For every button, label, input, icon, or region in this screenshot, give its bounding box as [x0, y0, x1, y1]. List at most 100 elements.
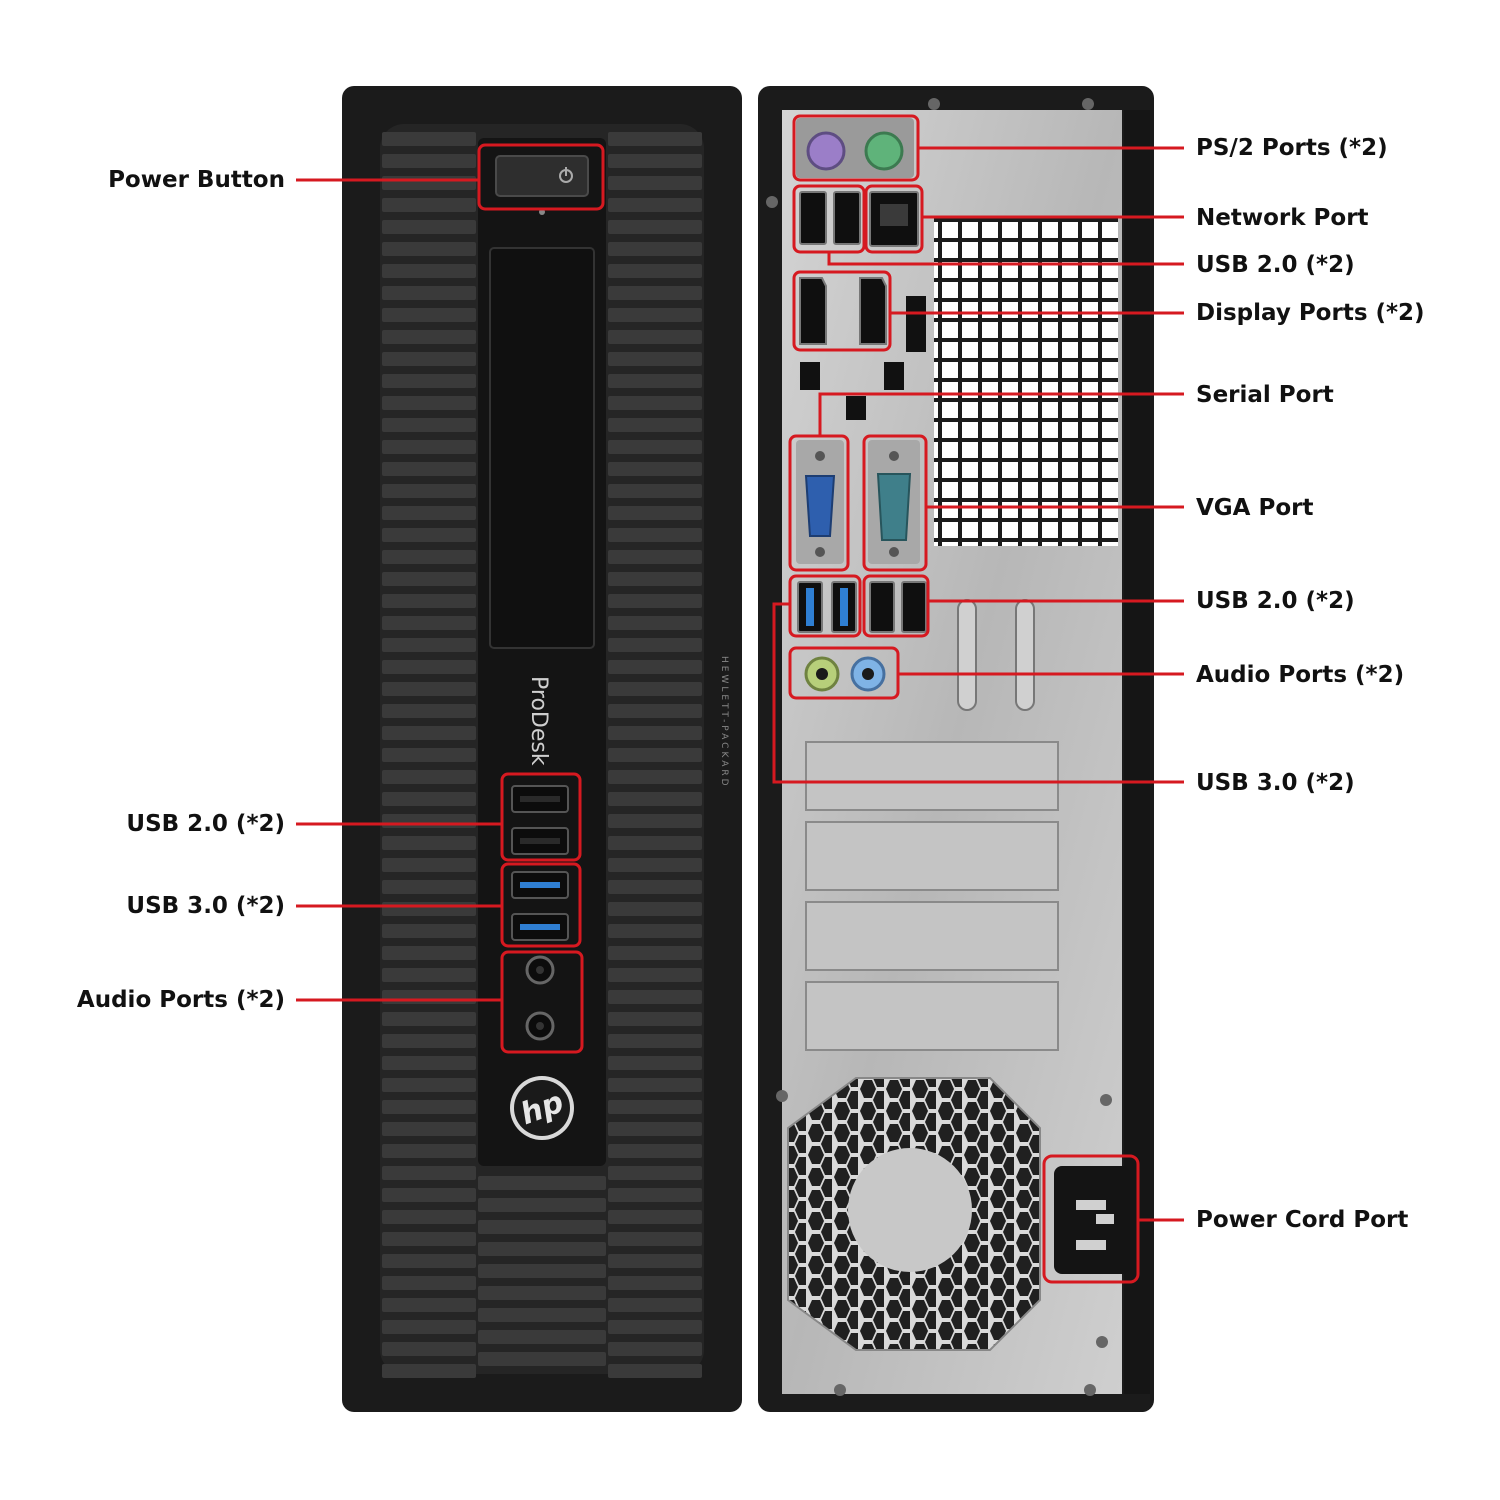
- front-ridge: [382, 1166, 476, 1180]
- label-power-cord-port: Power Cord Port: [1196, 1207, 1409, 1233]
- front-ridge: [608, 1232, 702, 1246]
- front-ridge: [382, 506, 476, 520]
- front-ridge: [608, 616, 702, 630]
- front-ridge: [382, 572, 476, 586]
- front-ridge: [608, 880, 702, 894]
- front-ridges-left: [382, 132, 476, 1378]
- front-ridge: [608, 968, 702, 982]
- label-rear-usb2-top: USB 2.0 (*2): [1196, 252, 1355, 278]
- front-ridge: [382, 1078, 476, 1092]
- front-ridge: [478, 1198, 606, 1212]
- front-ridge: [382, 418, 476, 432]
- callout-box-display: [792, 270, 892, 352]
- label-front-usb3: USB 3.0 (*2): [126, 893, 285, 919]
- label-display-ports: Display Ports (*2): [1196, 300, 1425, 326]
- front-ridge: [382, 792, 476, 806]
- front-ridge: [382, 660, 476, 674]
- label-power-button: Power Button: [108, 167, 285, 193]
- front-ridge: [382, 1232, 476, 1246]
- front-ridge: [608, 1122, 702, 1136]
- front-ridge: [382, 198, 476, 212]
- front-ridge: [608, 550, 702, 564]
- front-ridge: [608, 1210, 702, 1224]
- front-ridge: [608, 154, 702, 168]
- front-ridge: [608, 704, 702, 718]
- front-ridge: [608, 264, 702, 278]
- front-ridge: [382, 286, 476, 300]
- callout-box-power-button: [477, 143, 605, 211]
- front-ridge: [382, 594, 476, 608]
- front-ridges-right: [608, 132, 702, 1378]
- front-ridge: [382, 748, 476, 762]
- front-ridge: [382, 1298, 476, 1312]
- expansion-slots: [805, 741, 1059, 1051]
- front-ridge: [608, 1078, 702, 1092]
- front-ridge: [382, 462, 476, 476]
- front-ridge: [608, 638, 702, 652]
- callout-box-usb3-rear: [788, 574, 862, 638]
- front-ridge: [608, 748, 702, 762]
- expansion-slot-cover: [805, 741, 1059, 811]
- front-ridge: [608, 1100, 702, 1114]
- front-ridge: [608, 1166, 702, 1180]
- front-ridge: [478, 1176, 606, 1190]
- label-serial-port: Serial Port: [1196, 382, 1334, 408]
- front-ridge: [608, 1056, 702, 1070]
- front-ridge: [608, 462, 702, 476]
- front-ridge: [382, 220, 476, 234]
- front-ridge: [608, 528, 702, 542]
- model-name: ProDesk: [526, 676, 551, 766]
- label-rear-audio: Audio Ports (*2): [1196, 662, 1405, 688]
- front-ridges-bottom: [478, 1176, 606, 1366]
- front-ridge: [608, 396, 702, 410]
- front-ridge: [382, 924, 476, 938]
- expansion-slot-cover: [805, 821, 1059, 891]
- front-ridge: [608, 1144, 702, 1158]
- front-ridge: [608, 1188, 702, 1202]
- label-rear-usb3: USB 3.0 (*2): [1196, 770, 1355, 796]
- front-ridge: [608, 176, 702, 190]
- front-ridge: [382, 968, 476, 982]
- front-ridge: [478, 1308, 606, 1322]
- front-ridge: [382, 1254, 476, 1268]
- front-ridge: [382, 858, 476, 872]
- front-ridge: [382, 682, 476, 696]
- front-ridge: [382, 1034, 476, 1048]
- front-ridge: [608, 1298, 702, 1312]
- front-ridge: [608, 1012, 702, 1026]
- front-ridge: [382, 1276, 476, 1290]
- front-ridge: [382, 902, 476, 916]
- rear-grille: [934, 216, 1118, 546]
- front-ridge: [478, 1242, 606, 1256]
- front-ridge: [382, 352, 476, 366]
- ps2-port-icon: [806, 131, 846, 171]
- front-ridge: [608, 308, 702, 322]
- callout-box-usb2-rear: [862, 574, 930, 638]
- power-inlet-icon: [1054, 1166, 1130, 1274]
- front-ridge: [608, 682, 702, 696]
- front-ridge: [382, 1144, 476, 1158]
- callout-box-serial: [862, 434, 928, 572]
- front-ridge: [382, 704, 476, 718]
- front-ridge: [608, 1320, 702, 1334]
- front-ridge: [382, 726, 476, 740]
- front-ridge: [608, 990, 702, 1004]
- front-ridge: [608, 726, 702, 740]
- front-ridge: [608, 352, 702, 366]
- front-ridge: [478, 1264, 606, 1278]
- front-ridge: [608, 484, 702, 498]
- front-ridge: [382, 1188, 476, 1202]
- label-ps2-ports: PS/2 Ports (*2): [1196, 135, 1388, 161]
- front-ridge: [382, 770, 476, 784]
- front-ridge: [608, 902, 702, 916]
- label-rear-usb2-bottom: USB 2.0 (*2): [1196, 588, 1355, 614]
- front-ridge: [382, 836, 476, 850]
- front-ridge: [608, 220, 702, 234]
- front-ridge: [382, 814, 476, 828]
- front-ridge: [382, 440, 476, 454]
- power-button[interactable]: [495, 155, 589, 197]
- front-ridge: [382, 528, 476, 542]
- front-ridge: [382, 616, 476, 630]
- label-network-port: Network Port: [1196, 205, 1369, 231]
- front-ridge: [608, 792, 702, 806]
